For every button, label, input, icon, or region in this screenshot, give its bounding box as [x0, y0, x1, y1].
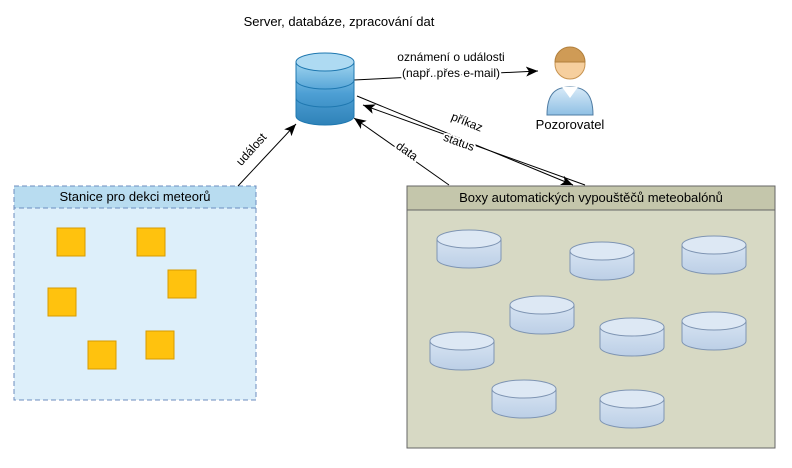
balloon-launcher-cylinder [491, 379, 557, 419]
diagram-edges: oznámení o události (např. přes e-mail) … [231, 48, 586, 187]
command-arrow [356, 95, 574, 186]
balloon-launchers [429, 229, 747, 429]
balloon-boxes-title: Boxy automatických vypouštěčů meteobalón… [459, 190, 723, 205]
observer-actor: Pozorovatel [536, 46, 605, 132]
command-label: příkaz [449, 109, 485, 134]
meteor-detectors [47, 227, 197, 370]
server-title: Server, databáze, zpracování dat [244, 14, 435, 29]
balloon-launcher-cylinder [599, 389, 665, 429]
meteor-detector-square [87, 340, 117, 370]
event-arrow [237, 123, 297, 187]
meteor-station-title: Stanice pro dekci meteorů [59, 189, 210, 204]
notification-label-line2: (např. přes e-mail) [402, 66, 500, 80]
status-label: status [442, 130, 477, 154]
meteor-detector-square [145, 330, 175, 360]
server-database-icon [295, 52, 355, 126]
balloon-launcher-cylinder [569, 241, 635, 281]
meteor-station-box: Stanice pro dekci meteorů [13, 185, 257, 401]
balloon-launcher-cylinder [599, 317, 665, 357]
balloon-launcher-cylinder [429, 331, 495, 371]
observer-hair [554, 46, 586, 63]
observer-label: Pozorovatel [536, 117, 605, 132]
meteor-detector-square [167, 269, 197, 299]
balloon-boxes-header [406, 185, 776, 211]
status-arrow [362, 104, 586, 186]
data-arrow [353, 117, 450, 186]
balloon-launcher-cylinder [509, 295, 575, 335]
observer-collar [562, 87, 578, 98]
balloon-boxes: Boxy automatických vypouštěčů meteobalón… [406, 185, 776, 449]
balloon-launcher-cylinder [681, 235, 747, 275]
meteor-detector-square [47, 287, 77, 317]
notification-arrow [353, 66, 539, 81]
notification-label-line1: oznámení o události [397, 50, 504, 64]
meteor-detector-square [56, 227, 86, 257]
balloon-launcher-cylinder [681, 311, 747, 351]
balloon-launcher-cylinder [436, 229, 502, 269]
data-label: data [393, 139, 420, 164]
event-label: událost [233, 130, 270, 169]
meteor-detector-square [136, 227, 166, 257]
meteor-station-header [13, 185, 257, 209]
